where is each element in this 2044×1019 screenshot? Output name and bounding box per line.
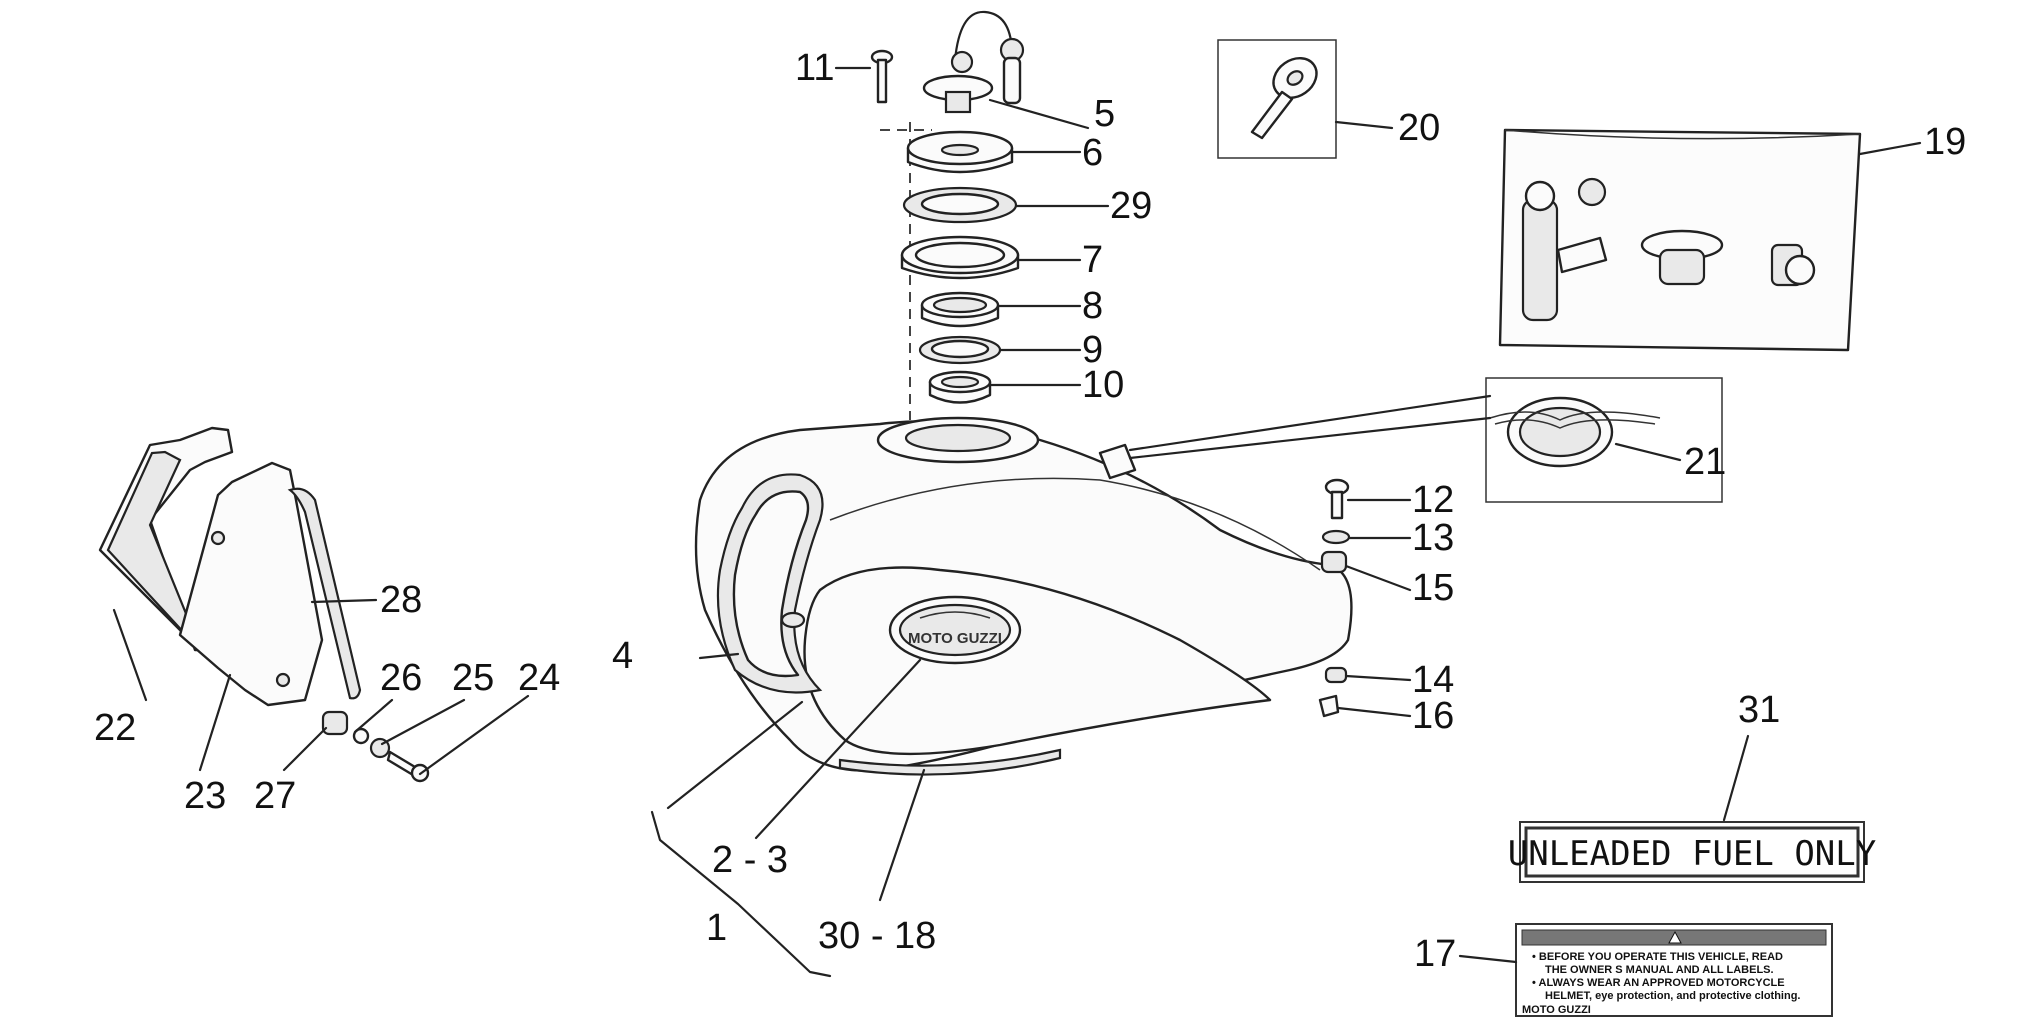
callout-14: 14: [1412, 659, 1454, 701]
ring-9-part: [918, 335, 1002, 365]
ring-6-part: [906, 130, 1014, 174]
callout-21: 21: [1684, 441, 1726, 483]
callout-13: 13: [1412, 517, 1454, 559]
callout-2-3: 2 - 3: [712, 839, 788, 881]
callout-17: 17: [1414, 933, 1456, 975]
callout-15: 15: [1412, 567, 1454, 609]
warning-brand: MOTO GUZZI: [1522, 1004, 1591, 1016]
gasket-29-part: [902, 186, 1018, 224]
callout-5: 5: [1094, 93, 1115, 135]
callout-29: 29: [1110, 185, 1152, 227]
cover-fasteners: [321, 710, 430, 783]
callout-20: 20: [1398, 107, 1440, 149]
side-cover-seal-28-part: [287, 487, 362, 700]
callout-31: 31: [1738, 689, 1780, 731]
callout-19: 19: [1924, 121, 1966, 163]
callout-25: 25: [452, 657, 494, 699]
fuel-tank-part: MOTO GUZZI: [694, 416, 1353, 776]
warning-line-1: • BEFORE YOU OPERATE THIS VEHICLE, READ: [1532, 951, 1783, 963]
callout-8: 8: [1082, 285, 1103, 327]
ring-7-part: [900, 235, 1020, 280]
ring-10-part: [928, 370, 992, 404]
lock-kit-bag-19: [1498, 128, 1862, 352]
callout-1: 1: [706, 907, 727, 949]
callout-12: 12: [1412, 479, 1454, 521]
tank-badge-text: MOTO GUZZI: [908, 630, 1002, 647]
callout-24: 24: [518, 657, 560, 699]
callout-labels: 11 5 6 29 7 8 9 10 20 19 21 12 13 15 14 …: [94, 47, 1966, 975]
washer-13-part: [1321, 529, 1351, 545]
mount-hardware: [1318, 478, 1351, 718]
callout-27: 27: [254, 775, 296, 817]
callout-28: 28: [380, 579, 422, 621]
fuel-sign-text: UNLEADED FUEL ONLY: [1508, 834, 1876, 874]
callout-22: 22: [94, 707, 136, 749]
callout-26: 26: [380, 657, 422, 699]
warning-line-4: HELMET, eye protection, and protective c…: [1545, 990, 1800, 1002]
callout-11: 11: [795, 47, 834, 89]
warning-line-3: • ALWAYS WEAR AN APPROVED MOTORCYCLE: [1532, 977, 1785, 989]
key-box-20: [1217, 39, 1337, 159]
emblem-box-21: [1485, 377, 1723, 503]
screw-11-part: [870, 49, 894, 104]
fuel-cap-5-part: [922, 74, 994, 114]
callout-6: 6: [1082, 132, 1103, 174]
callout-10: 10: [1082, 364, 1124, 406]
tank-badge: MOTO GUZZI: [888, 595, 1022, 665]
side-cover-23-part: [178, 461, 324, 707]
clip-16-part: [1318, 694, 1340, 718]
ring-8-part: [920, 291, 1000, 328]
fuel-cap-assembly: [870, 10, 1025, 420]
grommet-15-part: [1320, 550, 1348, 574]
bushing-14-part: [1324, 666, 1348, 684]
fuel-sign-31: UNLEADED FUEL ONLY: [1508, 821, 1876, 883]
grommet-27-part: [321, 710, 349, 736]
warning-label-17: • BEFORE YOU OPERATE THIS VEHICLE, READ …: [1515, 923, 1833, 1017]
callout-9: 9: [1082, 329, 1103, 371]
leader-lines: [112, 66, 1922, 978]
callout-23: 23: [184, 775, 226, 817]
warning-line-2: THE OWNER S MANUAL AND ALL LABELS.: [1545, 964, 1774, 976]
callout-7: 7: [1082, 239, 1103, 281]
callout-30-18: 30 - 18: [818, 915, 936, 957]
callout-16: 16: [1412, 695, 1454, 737]
callout-4: 4: [612, 635, 633, 677]
washer-26-part: [352, 727, 370, 745]
cap-key-part: [950, 10, 1025, 105]
